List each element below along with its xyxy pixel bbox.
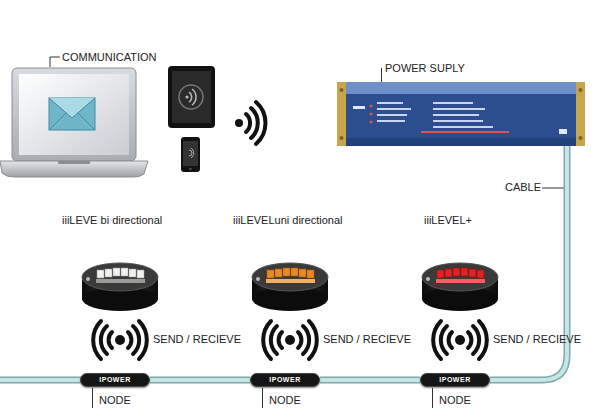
cable-outline: [150, 377, 250, 384]
panel-detail: [377, 120, 405, 122]
wifi-symbol: [235, 102, 265, 144]
panel-detail: [377, 108, 411, 110]
panel-detail: [340, 136, 344, 140]
panel-detail: [370, 105, 373, 108]
phone-icon: [181, 137, 200, 172]
lamp-bi-directional: [82, 263, 158, 311]
lamp-plus: [422, 263, 498, 311]
node-device: IPOWERNODE: [420, 373, 490, 387]
leader-line: [432, 388, 433, 408]
panel-detail: [433, 114, 479, 116]
product-label: iiiLEVEL+: [424, 214, 472, 227]
signal-label: SEND / RECIEVE: [323, 333, 411, 346]
node-logo: IPOWER: [421, 374, 489, 386]
panel-detail: [377, 114, 407, 116]
lamp-uni-directional: [252, 263, 328, 311]
cable-core: [320, 378, 420, 382]
power-supply-box: POWER SUPLY: [337, 82, 585, 146]
panel-detail: [370, 113, 373, 116]
panel-detail: [337, 82, 585, 146]
panel-detail: [337, 82, 346, 146]
node-device: IPOWERNODE: [250, 373, 320, 387]
panel-detail: [421, 131, 509, 133]
device-label: COMMUNICATION: [62, 51, 157, 64]
panel-detail: [559, 129, 567, 134]
power-supply-panel: [337, 82, 585, 146]
panel-detail: [433, 102, 473, 104]
panel-detail: [576, 82, 585, 146]
laptop-icon: [0, 68, 148, 177]
leader-line: [381, 68, 382, 82]
leader-line: [542, 188, 564, 189]
node-logo: IPOWER: [81, 374, 149, 386]
panel-detail: [377, 102, 403, 104]
tablet-icon: [168, 66, 215, 128]
wireless-symbol: [93, 321, 147, 359]
node-label: NODE: [439, 394, 471, 407]
panel-detail: [370, 121, 373, 124]
panel-detail: [337, 82, 585, 94]
signal-label: SEND / RECIEVE: [493, 333, 581, 346]
node-device: IPOWERNODE: [80, 373, 150, 387]
product-label: iiiLEVELuni directional: [233, 214, 342, 227]
node-label: NODE: [269, 394, 301, 407]
power-supply-label: POWER SUPLY: [385, 62, 465, 75]
panel-detail: [433, 120, 483, 122]
panel-detail: [353, 106, 365, 109]
panel-detail: [433, 108, 485, 110]
wireless-symbol: [263, 321, 317, 359]
panel-detail: [579, 88, 583, 92]
part-label: CABLE: [505, 181, 541, 194]
panel-detail: [340, 88, 344, 92]
node-logo: IPOWER: [251, 374, 319, 386]
leader-line: [50, 57, 60, 67]
product-label: iiiLEVE bi directional: [62, 214, 162, 227]
wireless-symbol: [433, 321, 487, 359]
node-label: NODE: [99, 394, 131, 407]
cable-outline: [320, 377, 420, 384]
signal-label: SEND / RECIEVE: [153, 333, 241, 346]
panel-detail: [579, 136, 583, 140]
leader-line: [92, 388, 93, 408]
cable-connector: [150, 380, 250, 381]
panel-detail: [433, 126, 493, 128]
cable-core: [150, 378, 250, 382]
cable-connector: [320, 380, 420, 381]
leader-line: [262, 388, 263, 408]
panel-detail: [337, 138, 585, 146]
